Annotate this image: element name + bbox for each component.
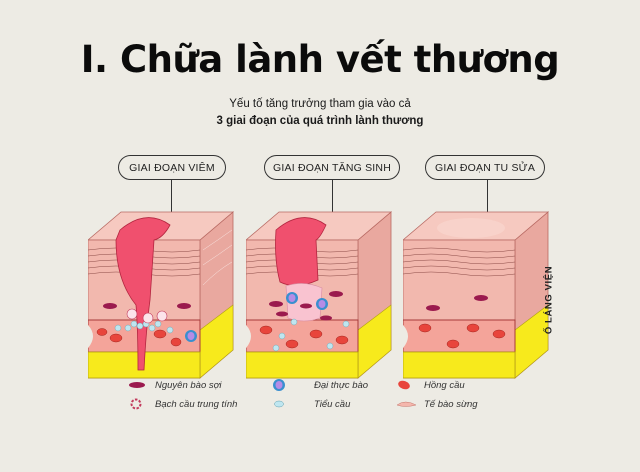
platelet-icon bbox=[274, 400, 284, 408]
subtitle-line-1: Yếu tố tăng trưởng tham gia vào cả bbox=[229, 98, 411, 110]
skin-block-proliferation bbox=[246, 211, 393, 379]
connector-line bbox=[171, 180, 173, 217]
page-title: I. Chữa lành vết thương bbox=[80, 38, 560, 81]
stage-label-remodeling: GIAI ĐOẠN TU SỬA bbox=[425, 155, 545, 180]
stage-label-proliferation: GIAI ĐOẠN TĂNG SINH bbox=[264, 155, 400, 180]
skin-block-remodeling bbox=[403, 211, 550, 379]
subtitle-line-2: 3 giai đoạn của quá trình lành thương bbox=[216, 115, 424, 127]
keratinocyte-icon bbox=[396, 401, 417, 407]
connector-line bbox=[487, 180, 489, 217]
fibroblast-icon bbox=[129, 382, 145, 388]
credit-text: Ố LÁNG VIỆN bbox=[543, 265, 555, 335]
neutrophil-icon bbox=[130, 398, 142, 410]
red-blood-cell-icon bbox=[398, 380, 410, 390]
subtitle: Yếu tố tăng trưởng tham gia vào cả 3 gia… bbox=[0, 96, 640, 130]
connector-line bbox=[332, 180, 334, 217]
stage-label-inflammation: GIAI ĐOẠN VIÊM bbox=[118, 155, 226, 180]
macrophage-icon bbox=[273, 379, 285, 391]
skin-block-inflammation bbox=[88, 211, 235, 379]
